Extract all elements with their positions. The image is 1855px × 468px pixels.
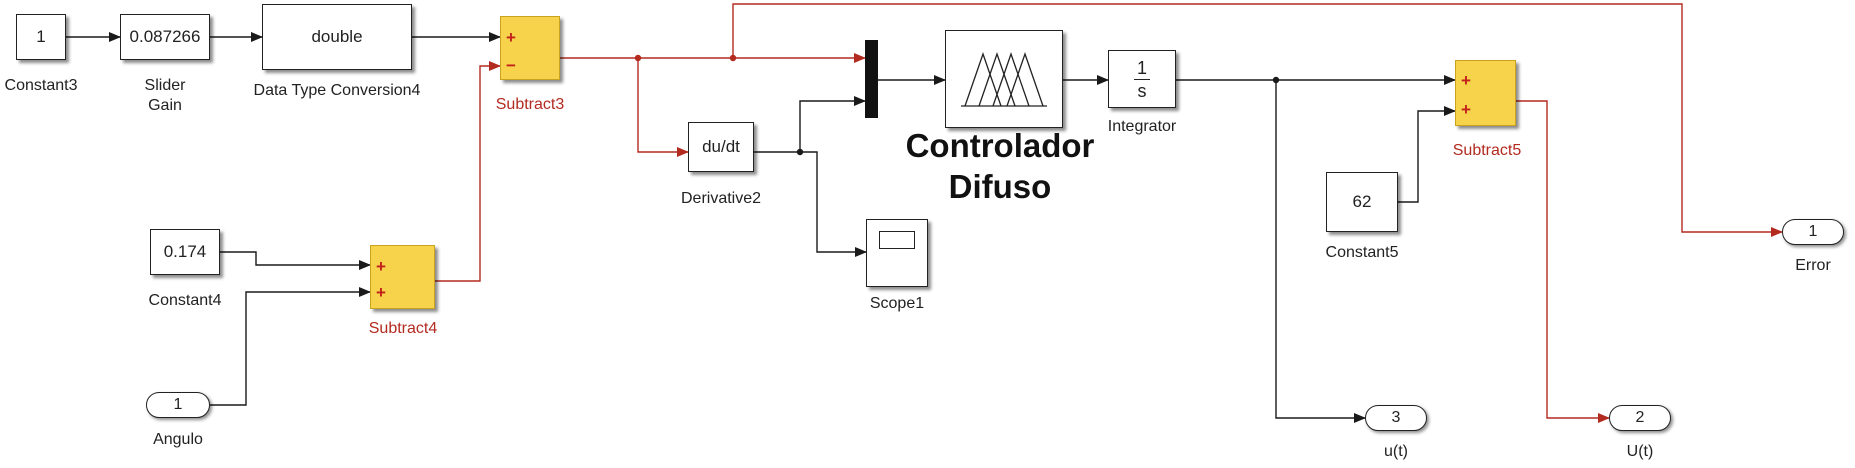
- subtract5-label: Subtract5: [1452, 142, 1522, 159]
- subtract3-block[interactable]: + −: [500, 16, 560, 80]
- wire-constant5-subtract5: [1398, 106, 1456, 203]
- angulo-port-number: 1: [173, 396, 183, 413]
- U-t-port-number: 2: [1635, 409, 1645, 426]
- subtract4-sign2: +: [376, 283, 386, 302]
- subtract4-sign1: +: [376, 257, 386, 276]
- subtract5-block[interactable]: + +: [1455, 60, 1516, 126]
- slider-gain-label-line1: Slider: [144, 77, 186, 94]
- subtract3-sign1: +: [506, 28, 516, 47]
- constant4-value: 0.174: [163, 242, 207, 261]
- wire-integrator-out3: [1275, 80, 1366, 423]
- slider-gain-label-line2: Gain: [148, 97, 182, 114]
- U-t-outport-2[interactable]: 2: [1609, 405, 1671, 431]
- branch-dot: [1272, 76, 1280, 84]
- branch-dot: [796, 148, 804, 156]
- wire-derivative-scope: [800, 151, 867, 257]
- subtract3-sign2: −: [506, 56, 516, 75]
- wire-subtract4-subtract3: [435, 61, 501, 282]
- data-type-conversion4-label: Data Type Conversion4: [253, 82, 421, 99]
- constant3-value: 1: [36, 27, 46, 46]
- integrator-transfer-function: 1 s: [1134, 58, 1150, 101]
- constant4-label: Constant4: [148, 292, 222, 309]
- derivative2-block[interactable]: du/dt: [688, 122, 754, 172]
- subtract3-label: Subtract3: [495, 96, 565, 113]
- fuzzy-controller-block[interactable]: [945, 30, 1063, 128]
- error-outport[interactable]: 1: [1782, 219, 1844, 245]
- constant3-block[interactable]: 1: [16, 14, 66, 60]
- data-type-conversion4-value: double: [311, 27, 363, 46]
- integrator-block[interactable]: 1 s: [1108, 50, 1176, 108]
- angulo-inport[interactable]: 1: [146, 392, 210, 418]
- slider-gain-value: 0.087266: [129, 27, 201, 46]
- subtract5-sign1: +: [1461, 71, 1471, 90]
- u-t-port-number: 3: [1391, 409, 1401, 426]
- subtract5-sign2: +: [1461, 100, 1471, 119]
- scope1-block[interactable]: [866, 219, 928, 287]
- wire-derivative-mux: [754, 96, 866, 153]
- u-t-outport-3[interactable]: 3: [1365, 405, 1427, 431]
- error-label: Error: [1795, 257, 1831, 274]
- integrator-label: Integrator: [1107, 118, 1177, 135]
- wire-subtract3-error: [732, 3, 1783, 237]
- constant3-label: Constant3: [4, 77, 78, 94]
- constant5-block[interactable]: 62: [1326, 172, 1398, 232]
- subtract4-label: Subtract4: [368, 320, 438, 337]
- integrator-denominator: s: [1137, 80, 1147, 101]
- fraction-bar: [1134, 78, 1150, 80]
- error-port-number: 1: [1808, 223, 1818, 240]
- wire-subtract3-derivative: [637, 58, 689, 157]
- branch-dot: [634, 54, 642, 62]
- U-t-label: U(t): [1626, 443, 1654, 460]
- constant5-label: Constant5: [1325, 244, 1399, 261]
- u-t-label: u(t): [1384, 443, 1408, 460]
- constant4-block[interactable]: 0.174: [150, 229, 220, 275]
- derivative2-value: du/dt: [702, 137, 740, 156]
- fuzzy-controller-title-line2: Difuso: [948, 168, 1052, 205]
- fuzzy-controller-title-line1: Controlador: [905, 127, 1095, 164]
- subtract4-block[interactable]: + +: [370, 245, 435, 309]
- wire-constant4-subtract4: [220, 251, 371, 270]
- angulo-label: Angulo: [153, 431, 203, 448]
- data-type-conversion4-block[interactable]: double: [262, 4, 412, 70]
- membership-functions-icon: [961, 52, 1047, 107]
- scope-screen-icon: [879, 231, 915, 249]
- integrator-numerator: 1: [1136, 57, 1147, 78]
- wire-subtract5-out2: [1516, 100, 1610, 423]
- slider-gain-block[interactable]: 0.087266: [120, 14, 210, 60]
- branch-dot: [729, 54, 737, 62]
- wire-angulo-subtract4: [210, 287, 371, 406]
- constant5-value: 62: [1352, 192, 1372, 211]
- scope1-label: Scope1: [869, 295, 925, 312]
- derivative2-label: Derivative2: [680, 190, 762, 207]
- mux-block[interactable]: [865, 40, 878, 118]
